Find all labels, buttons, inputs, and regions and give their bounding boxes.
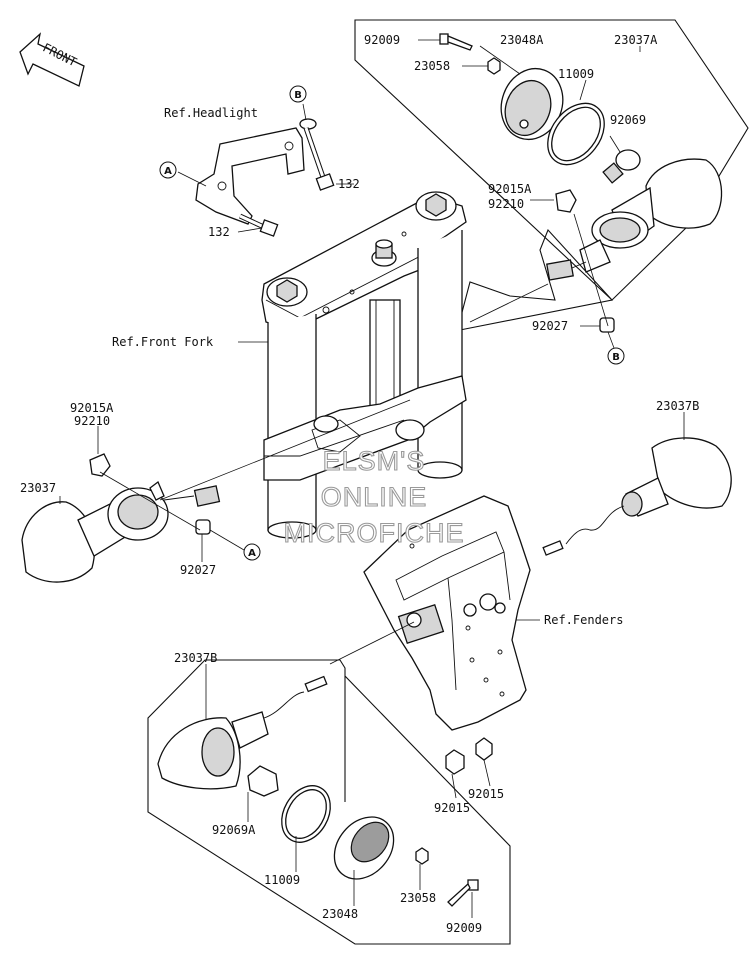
leader-lines — [59, 39, 685, 918]
headlight-bracket — [195, 118, 317, 225]
front-direction-arrow: FRONT — [19, 32, 85, 87]
part-23037A: 23037A — [614, 33, 658, 47]
part-92069: 92069 — [610, 113, 646, 127]
callout-a-lower: A — [243, 543, 261, 561]
svg-text:A: A — [248, 548, 256, 559]
turn-signal-23037-left — [21, 480, 221, 583]
lens-cover-23048A — [500, 67, 564, 141]
svg-text:B: B — [294, 90, 302, 101]
part-92027-right: 92027 — [532, 319, 568, 333]
svg-text:A: A — [164, 166, 172, 177]
part-92015A-right: 92015A — [488, 182, 532, 196]
watermark: ELSM'S ONLINE MICROFICHE — [283, 445, 465, 548]
nuts-92015 — [445, 737, 493, 775]
turn-signal-23037B-right — [542, 437, 732, 556]
screw-92009-top — [439, 33, 473, 51]
part-92069A: 92069A — [212, 823, 256, 837]
nut-92015A-left — [89, 453, 111, 477]
ref-headlight-label: Ref.Headlight — [164, 106, 258, 120]
part-132-upper: 132 — [338, 177, 360, 191]
part-92015A-left: 92015A — [70, 401, 114, 415]
gasket-11009-top — [547, 102, 605, 166]
part-92027-left: 92027 — [180, 563, 216, 577]
bulb-92069 — [602, 149, 641, 184]
part-23048: 23048 — [322, 907, 358, 921]
bolt-132-lower — [238, 213, 279, 237]
part-11009-bottom: 11009 — [264, 873, 300, 887]
svg-text:B: B — [612, 352, 620, 363]
spacer-92027-left — [195, 519, 211, 535]
watermark-line-3: MICROFICHE — [284, 518, 465, 548]
gasket-11009-bottom — [281, 785, 331, 843]
part-92009-bottom: 92009 — [446, 921, 482, 935]
callout-b-upper: B — [289, 85, 307, 103]
part-23058-top: 23058 — [414, 59, 450, 73]
part-92015-b: 92015 — [468, 787, 504, 801]
ref-front-fork-label: Ref.Front Fork — [112, 335, 214, 349]
part-23058-bottom: 23058 — [400, 891, 436, 905]
part-23048A: 23048A — [500, 33, 544, 47]
part-92210-right: 92210 — [488, 197, 524, 211]
nut-23058-bottom — [415, 847, 429, 865]
bulb-92069A — [247, 765, 279, 797]
nut-23058-top — [487, 57, 501, 75]
screw-92009-bottom — [447, 879, 479, 907]
spacer-92027-right — [599, 317, 615, 333]
lower-left-assembly-frame — [147, 659, 511, 945]
callout-b-lower: B — [607, 347, 625, 365]
lens-cover-23048 — [333, 816, 395, 880]
upper-right-assembly-frame — [354, 19, 749, 331]
part-23037B-right: 23037B — [656, 399, 699, 413]
turn-signal-23037A — [546, 158, 723, 281]
part-11009-top: 11009 — [558, 67, 594, 81]
part-92210-left: 92210 — [74, 414, 110, 428]
turn-signal-23037B-lower — [157, 675, 328, 790]
part-23037B-bottom: 23037B — [174, 651, 217, 665]
part-92009-top: 92009 — [364, 33, 400, 47]
watermark-line-2: ONLINE — [321, 482, 428, 512]
rear-fender-plate — [363, 495, 531, 731]
part-132-lower: 132 — [208, 225, 230, 239]
watermark-line-1: ELSM'S — [323, 446, 426, 476]
front-fork-triple-clamp — [261, 191, 467, 539]
part-23037-left: 23037 — [20, 481, 56, 495]
callout-a-upper: A — [159, 161, 177, 179]
part-92015-a: 92015 — [434, 801, 470, 815]
nut-92015A-right — [555, 189, 577, 213]
bolt-132-upper — [303, 127, 335, 191]
ref-fenders-label: Ref.Fenders — [544, 613, 623, 627]
